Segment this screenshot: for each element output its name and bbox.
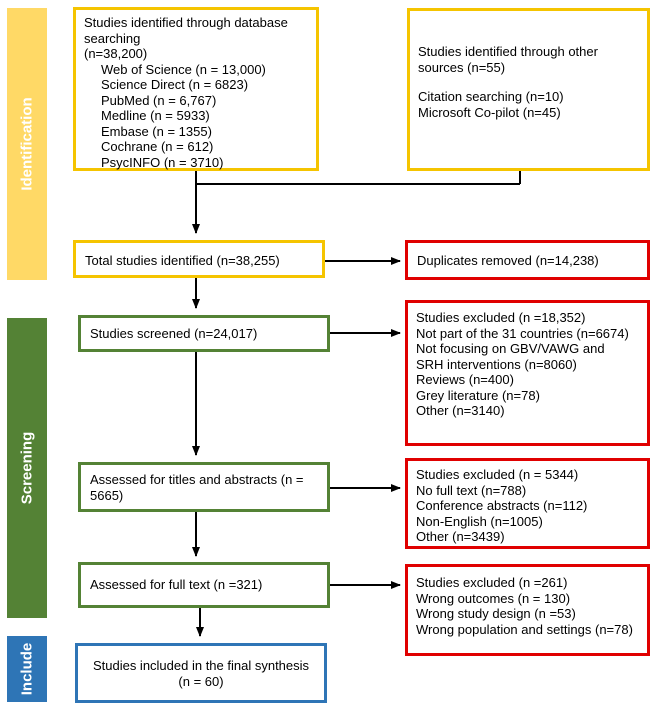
excluded-screening-item: SRH interventions (n=8060) — [416, 356, 577, 372]
source-item: Medline (n = 5933) — [101, 108, 210, 123]
source-item: Science Direct (n = 6823) — [101, 77, 249, 92]
total-identified-box: Total studies identified (n=38,255) — [73, 240, 325, 278]
source-item: PubMed (n = 6,767) — [101, 92, 217, 108]
assessed-titles-line1: Assessed for titles and abstracts (n = — [90, 472, 304, 487]
other-source-item: Citation searching (n=10) — [418, 89, 564, 104]
excluded-titles-item: No full text (n=788) — [416, 482, 527, 498]
database-search-total: (n=38,200) — [84, 46, 148, 61]
phase-identification: Identification — [7, 8, 47, 280]
excluded-full-text-item: Studies excluded (n =261) — [416, 575, 568, 590]
phase-screening: Screening — [7, 318, 47, 618]
assessed-titles-box: Assessed for titles and abstracts (n = 5… — [78, 462, 330, 512]
source-item: PsycINFO (n = 3710) — [101, 154, 224, 170]
screened-box: Studies screened (n=24,017) — [78, 315, 330, 352]
excluded-full-text-item: Wrong population and settings (n=78) — [416, 621, 633, 637]
duplicates-removed-box: Duplicates removed (n=14,238) — [405, 240, 650, 280]
database-search-heading: Studies identified through database sear… — [84, 15, 288, 46]
excluded-titles-box: Studies excluded (n = 5344) No full text… — [405, 458, 650, 549]
excluded-full-text-item: Wrong study design (n =53) — [416, 606, 576, 621]
source-item: Embase (n = 1355) — [101, 123, 212, 139]
duplicates-removed-text: Duplicates removed (n=14,238) — [417, 253, 599, 268]
excluded-screening-item: Studies excluded (n =18,352) — [416, 310, 586, 325]
other-sources-heading-line2: sources (n=55) — [418, 59, 506, 75]
other-sources-heading-line1: Studies identified through other — [418, 44, 598, 59]
screened-text: Studies screened (n=24,017) — [90, 326, 258, 341]
excluded-screening-box: Studies excluded (n =18,352) Not part of… — [405, 300, 650, 446]
other-sources-box: Studies identified through other sources… — [407, 8, 650, 171]
excluded-screening-item: Other (n=3140) — [416, 403, 505, 418]
full-text-text: Assessed for full text (n =321) — [90, 577, 263, 592]
other-source-item: Microsoft Co-pilot (n=45) — [418, 104, 561, 120]
database-search-box: Studies identified through database sear… — [73, 7, 319, 171]
full-text-box: Assessed for full text (n =321) — [78, 562, 330, 608]
total-identified-text: Total studies identified (n=38,255) — [85, 253, 280, 268]
included-line2: (n = 60) — [178, 673, 224, 689]
excluded-titles-item: Studies excluded (n = 5344) — [416, 467, 579, 482]
excluded-full-text-box: Studies excluded (n =261) Wrong outcomes… — [405, 564, 650, 656]
source-item: Cochrane (n = 612) — [101, 139, 214, 154]
phase-include: Include — [7, 636, 47, 702]
excluded-screening-item: Not focusing on GBV/VAWG and — [416, 341, 605, 356]
excluded-titles-item: Conference abstracts (n=112) — [416, 498, 588, 513]
assessed-titles-line2: 5665) — [90, 487, 124, 503]
excluded-screening-item: Reviews (n=400) — [416, 372, 514, 387]
excluded-titles-item: Non-English (n=1005) — [416, 513, 543, 529]
excluded-screening-item: Grey literature (n=78) — [416, 387, 540, 403]
excluded-titles-item: Other (n=3439) — [416, 529, 505, 544]
excluded-screening-item: Not part of the 31 countries (n=6674) — [416, 325, 629, 341]
source-item: Web of Science (n = 13,000) — [101, 61, 266, 77]
excluded-full-text-item: Wrong outcomes (n = 130) — [416, 590, 571, 606]
included-line1: Studies included in the final synthesis — [92, 658, 310, 673]
included-box: Studies included in the final synthesis … — [75, 643, 327, 703]
